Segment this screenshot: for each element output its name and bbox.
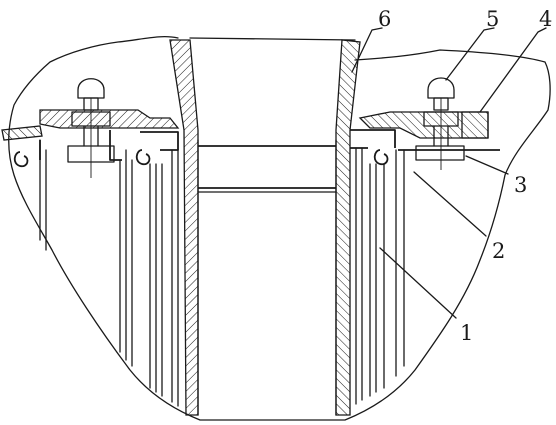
callout-4: 4 [539,7,552,31]
right-seal-channels [350,129,396,166]
right-bolt [415,77,465,170]
right-vertical-members [355,147,405,405]
callout-6: 6 [378,7,391,31]
tube-left-wall [169,39,199,416]
top-edge [189,37,356,41]
left-seal-channels [13,130,179,168]
callout-2: 2 [492,239,505,263]
break-outline [8,36,551,421]
callout-1: 1 [460,321,473,345]
left-vertical-members [39,139,179,407]
tube-right-wall [335,39,361,416]
callout-3: 3 [514,173,527,197]
left-outer-plate [1,125,43,141]
left-bolt [67,78,115,178]
leader-lines [351,27,547,319]
right-block [461,111,489,139]
callout-5: 5 [486,7,499,31]
left-flange-plate [39,109,180,129]
